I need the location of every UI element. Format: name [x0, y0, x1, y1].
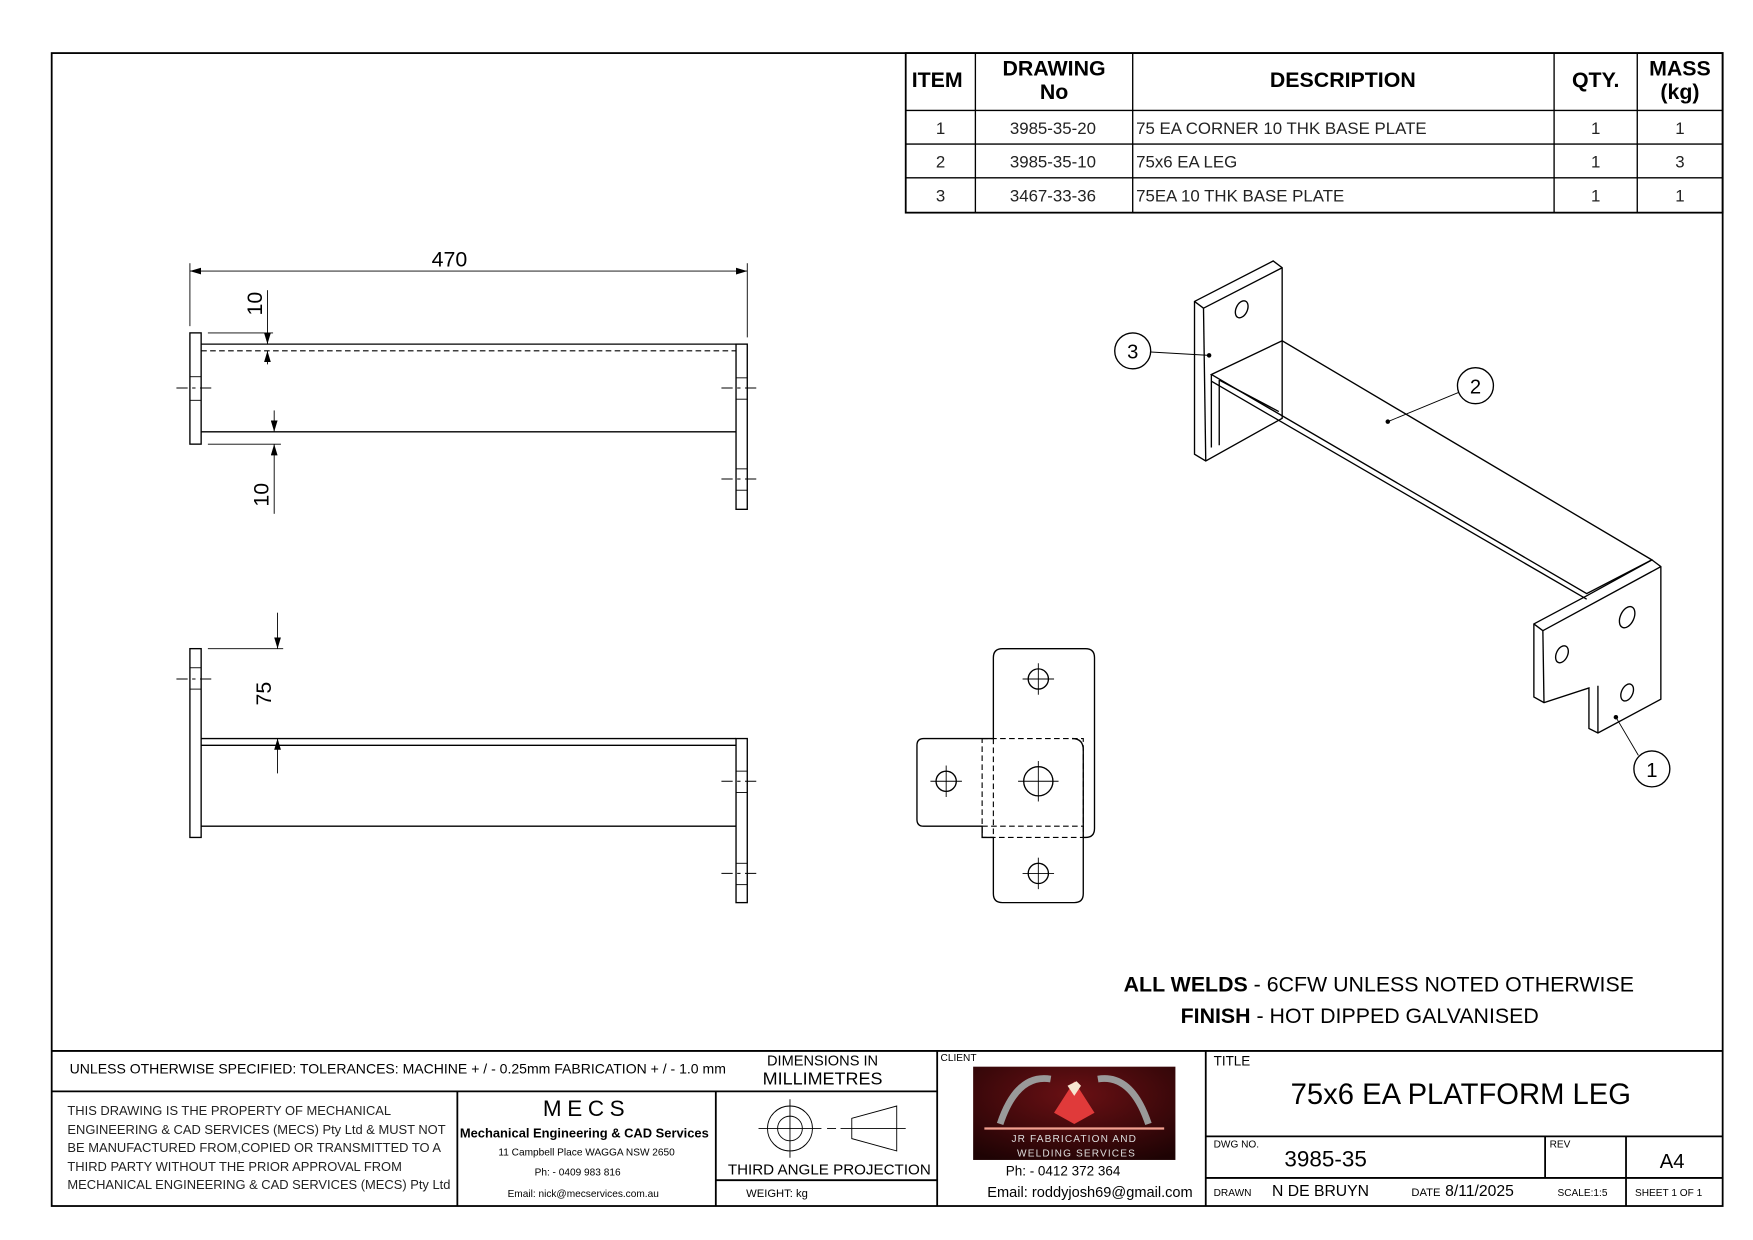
- mecs-logo: MECS: [543, 1096, 630, 1121]
- bom-header-drawing-no-2: No: [1040, 80, 1068, 104]
- bom-qty: 1: [1591, 119, 1600, 138]
- third-angle-projection-icon: [758, 1099, 906, 1158]
- bill-of-materials-table: ITEM DRAWING No DESCRIPTION QTY. MASS (k…: [904, 52, 1724, 214]
- sheet-size: A4: [1660, 1151, 1685, 1173]
- finish-note: FINISH - HOT DIPPED GALVANISED: [1181, 1004, 1539, 1028]
- general-notes: ALL WELDS - 6CFW UNLESS NOTED OTHERWISE …: [1124, 972, 1634, 1027]
- scale: SCALE:1:5: [1557, 1188, 1607, 1199]
- bom-item: 1: [936, 119, 945, 138]
- bom-item: 3: [936, 186, 945, 205]
- balloon-label: 3: [1127, 342, 1138, 364]
- end-view: [916, 647, 1096, 904]
- balloon-item-2: 2: [1385, 367, 1495, 424]
- balloon-item-1: 1: [1613, 714, 1671, 788]
- bom-header-item: ITEM: [912, 68, 963, 92]
- dimension-bottom-plate: 10: [207, 410, 281, 514]
- sheet-border: [50, 52, 1724, 1207]
- client-email: Email: roddyjosh69@gmail.com: [987, 1185, 1192, 1201]
- bolt-hole: [930, 765, 962, 797]
- bom-row: 2 3985-35-10 75x6 EA LEG 1 3: [936, 153, 1685, 172]
- balloon-label: 2: [1470, 377, 1481, 399]
- dimension-length: 470: [189, 248, 748, 338]
- dimensions-unit-label: DIMENSIONS IN: [767, 1054, 878, 1070]
- bom-description: 75EA 10 THK BASE PLATE: [1136, 186, 1344, 205]
- dwg-no-label: DWG NO.: [1214, 1140, 1260, 1151]
- date-label: DATE: [1411, 1187, 1440, 1199]
- bom-mass: 1: [1675, 186, 1684, 205]
- bom-drawing-no: 3985-35-20: [1010, 119, 1096, 138]
- bom-row: 1 3985-35-20 75 EA CORNER 10 THK BASE PL…: [936, 119, 1685, 138]
- client-logo: JR FABRICATION AND WELDING SERVICES: [973, 1066, 1176, 1160]
- bolt-hole: [1022, 663, 1055, 695]
- dimension-top-flange-label: 10: [243, 292, 267, 316]
- tolerances-note: UNLESS OTHERWISE SPECIFIED: TOLERANCES: …: [70, 1060, 726, 1076]
- property-line: THIS DRAWING IS THE PROPERTY OF MECHANIC…: [67, 1103, 391, 1118]
- top-view: 470 10 10: [176, 248, 760, 514]
- mecs-phone: Ph: - 0409 983 816: [535, 1168, 621, 1179]
- bom-header-qty: QTY.: [1572, 68, 1619, 92]
- rev-label: REV: [1550, 1140, 1571, 1151]
- date-value: 8/11/2025: [1445, 1183, 1514, 1200]
- dimension-top-flange: 10: [207, 290, 274, 365]
- bom-drawing-no: 3985-35-10: [1010, 153, 1096, 172]
- sheet-number: SHEET 1 OF 1: [1635, 1188, 1703, 1199]
- dimensions-unit-value: MILLIMETRES: [763, 1069, 883, 1089]
- bom-header-description: DESCRIPTION: [1270, 68, 1416, 92]
- property-line: ENGINEERING & CAD SERVICES (MECS) Pty Lt…: [67, 1122, 445, 1137]
- dimension-bottom-plate-label: 10: [250, 483, 274, 507]
- property-line: MECHANICAL ENGINEERING & CAD SERVICES (M…: [67, 1177, 450, 1192]
- dimension-length-label: 470: [432, 248, 468, 272]
- bom-header-mass: MASS: [1649, 57, 1711, 81]
- bom-qty: 1: [1591, 153, 1600, 172]
- bom-item: 2: [936, 153, 945, 172]
- dimension-height: 75: [207, 612, 284, 774]
- bom-qty: 1: [1591, 186, 1600, 205]
- bolt-hole: [1022, 857, 1055, 890]
- mecs-details: MECS Mechanical Engineering & CAD Servic…: [460, 1096, 709, 1200]
- projection-label: THIRD ANGLE PROJECTION: [728, 1162, 931, 1179]
- mecs-name: Mechanical Engineering & CAD Services: [460, 1125, 709, 1140]
- client-logo-line2: WELDING SERVICES: [1017, 1149, 1136, 1160]
- bom-mass: 1: [1675, 119, 1684, 138]
- bom-mass: 3: [1675, 153, 1684, 172]
- drawn-by: N DE BRUYN: [1272, 1183, 1369, 1200]
- bom-description: 75 EA CORNER 10 THK BASE PLATE: [1136, 119, 1427, 138]
- bolt-hole: [1018, 761, 1059, 802]
- title-block: UNLESS OTHERWISE SPECIFIED: TOLERANCES: …: [51, 1050, 1723, 1207]
- property-line: THIRD PARTY WITHOUT THE PRIOR APPROVAL F…: [67, 1159, 401, 1174]
- bom-row: 3 3467-33-36 75EA 10 THK BASE PLATE 1 1: [936, 186, 1685, 205]
- client-label: CLIENT: [941, 1053, 977, 1064]
- bom-header-mass-unit: (kg): [1660, 80, 1699, 104]
- client-logo-line1: JR FABRICATION AND: [1011, 1134, 1137, 1145]
- mecs-email: Email: nick@mecservices.com.au: [508, 1189, 659, 1200]
- balloon-label: 1: [1646, 760, 1657, 782]
- mecs-address: 11 Campbell Place WAGGA NSW 2650: [498, 1147, 675, 1158]
- client-phone: Ph: - 0412 372 364: [1006, 1164, 1121, 1179]
- drawing-title: 75x6 EA PLATFORM LEG: [1291, 1079, 1631, 1111]
- weight-label: WEIGHT: kg: [746, 1188, 808, 1200]
- title-label: TITLE: [1214, 1054, 1251, 1069]
- bom-drawing-no: 3467-33-36: [1010, 186, 1096, 205]
- bom-description: 75x6 EA LEG: [1136, 153, 1237, 172]
- dimension-height-label: 75: [252, 682, 276, 706]
- drawn-label: DRAWN: [1214, 1188, 1252, 1199]
- front-view: 75: [176, 612, 760, 904]
- property-line: BE MANUFACTURED FROM,COPIED OR TRANSMITT…: [67, 1140, 441, 1155]
- property-notice: THIS DRAWING IS THE PROPERTY OF MECHANIC…: [67, 1103, 450, 1192]
- dwg-no: 3985-35: [1284, 1147, 1366, 1172]
- bom-header-drawing-no: DRAWING: [1002, 57, 1105, 81]
- isometric-view: [1193, 260, 1662, 734]
- weld-note: ALL WELDS - 6CFW UNLESS NOTED OTHERWISE: [1124, 972, 1634, 996]
- balloon-item-3: 3: [1114, 332, 1212, 370]
